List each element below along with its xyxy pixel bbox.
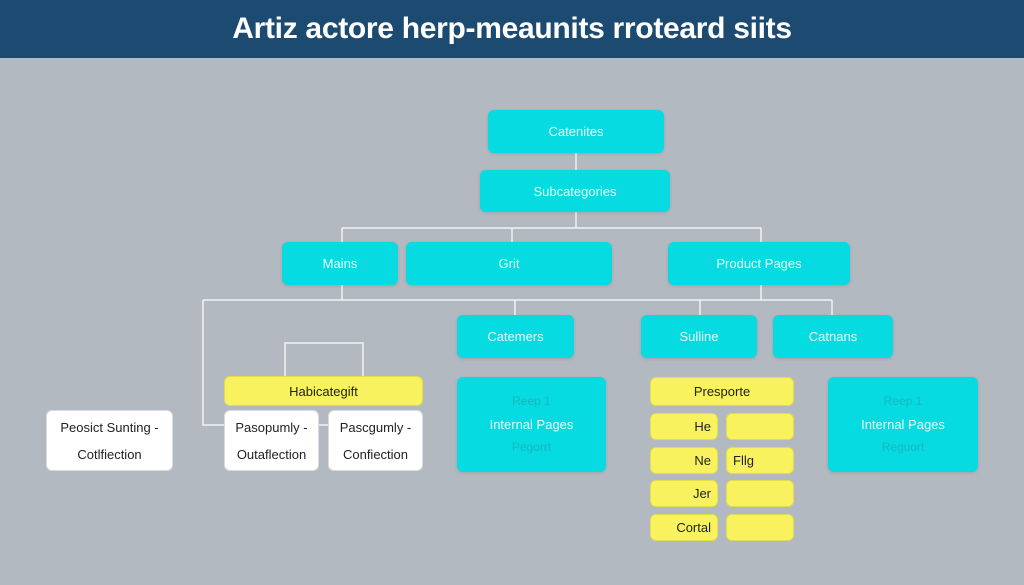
node-label: Internal Pages <box>861 417 945 432</box>
node-label: Presporte <box>693 384 751 399</box>
title-bar: Artiz actore herp-meaunits rroteard siit… <box>0 0 1024 58</box>
node-label: Product Pages <box>716 256 802 271</box>
node-white-1[interactable]: Peosict Sunting - Cotlfiection <box>46 410 173 471</box>
node-catnans[interactable]: Catnans <box>773 315 893 358</box>
node-label: Sulline <box>679 329 719 344</box>
node-white-3[interactable]: Pascgumly - Confiection <box>328 410 423 471</box>
grid-cell[interactable]: Ne <box>650 447 718 474</box>
node-label: Fllg <box>733 453 754 468</box>
node-grit[interactable]: Grit <box>406 242 612 285</box>
grid-cell[interactable] <box>726 480 794 507</box>
node-white-2[interactable]: Pasopumly - Outaflection <box>224 410 319 471</box>
node-label: Mains <box>322 256 358 271</box>
node-label: Grit <box>498 256 520 271</box>
node-habicategift[interactable]: Habicategift <box>224 376 423 406</box>
grid-cell[interactable]: He <box>650 413 718 440</box>
node-label: Ne <box>694 453 711 468</box>
node-root[interactable]: Catenites <box>488 110 664 153</box>
node-label: Confiection <box>342 446 409 462</box>
node-label: Peosict Sunting - <box>60 419 159 435</box>
node-sulline[interactable]: Sulline <box>641 315 757 358</box>
node-mains[interactable]: Mains <box>282 242 398 285</box>
node-label: Catemers <box>487 329 544 344</box>
node-label: Pegorrt <box>511 440 552 454</box>
node-label: Jer <box>692 486 711 501</box>
page-title: Artiz actore herp-meaunits rroteard siit… <box>232 12 792 45</box>
grid-cell[interactable]: Jer <box>650 480 718 507</box>
node-label: Habicategift <box>289 383 358 399</box>
grid-cell[interactable] <box>726 514 794 541</box>
grid-cell[interactable] <box>726 413 794 440</box>
node-label: Cotlfiection <box>77 446 142 462</box>
grid-cell[interactable]: Cortal <box>650 514 718 541</box>
node-label: Internal Pages <box>489 417 574 432</box>
node-label: Reep 1 <box>512 394 551 408</box>
node-label: Pasopumly - <box>235 419 308 435</box>
node-label: Catenites <box>548 124 604 139</box>
node-label: Outaflection <box>236 446 307 462</box>
node-catemers[interactable]: Catemers <box>457 315 574 358</box>
grid-cell[interactable]: Fllg <box>726 447 794 474</box>
node-label: Reguort <box>881 440 925 454</box>
node-label: Subcategories <box>533 183 617 199</box>
node-presporte[interactable]: Presporte <box>650 377 794 406</box>
node-label: Reep 1 <box>883 394 923 408</box>
node-label: Catnans <box>808 329 858 344</box>
node-label: Cortal <box>676 520 711 535</box>
node-label: Pascgumly - <box>339 419 412 435</box>
node-label: He <box>694 419 711 434</box>
node-subcategories[interactable]: Subcategories <box>480 170 670 212</box>
node-product-pages[interactable]: Product Pages <box>668 242 850 285</box>
